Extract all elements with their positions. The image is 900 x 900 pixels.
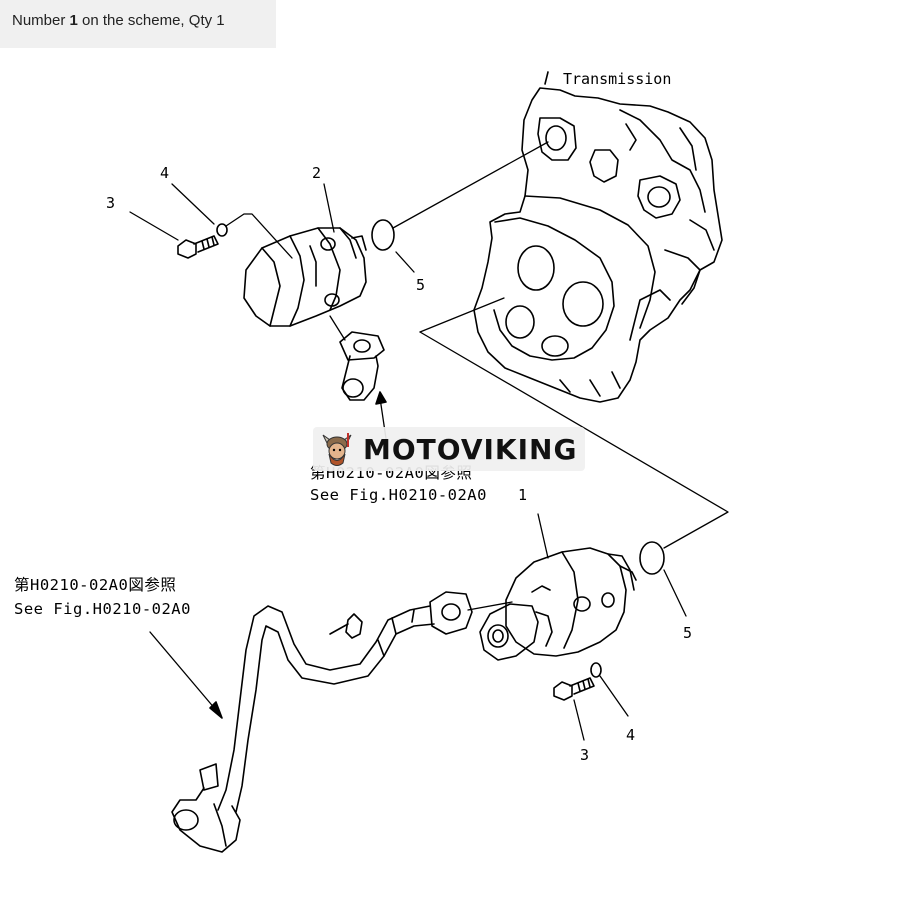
ref-left-en: See Fig.H0210-02A0 [14,600,191,618]
callout-bottom-5: 5 [683,624,692,642]
callout-bottom-3: 3 [580,746,589,764]
top-pump-assembly [243,227,367,327]
caption-prefix: Number [12,12,70,29]
ref-upper-en: See Fig.H0210-02A0 [310,486,487,504]
callout-top-5: 5 [416,276,425,294]
caption-bar: Number 1 on the scheme, Qty 1 [0,0,276,48]
callout-top-3: 3 [106,194,115,212]
callout-bottom-4: 4 [626,726,635,744]
bottom-pump-assembly [479,547,637,661]
top-bolt [177,235,219,259]
callout-bottom-1: 1 [518,486,527,504]
bottom-washer [590,662,602,678]
bottom-o-ring [639,541,665,575]
caption-number: 1 [69,12,78,29]
callout-top-4: 4 [160,164,169,182]
viking-mascot-icon [322,433,352,466]
top-o-ring [371,219,395,251]
ref-left-jp: 第H0210-02A0図参照 [14,576,176,594]
suction-pipe [171,591,473,853]
callout-top-2: 2 [312,164,321,182]
watermark-text: MOTOVIKING [363,432,578,466]
caption-suffix: on the scheme, Qty 1 [77,12,225,29]
transmission-label: Transmission [563,70,671,88]
top-washer [216,223,228,237]
transmission-housing [473,71,723,403]
top-elbow-fitting [329,315,385,401]
watermark: MOTOVIKING [313,427,585,471]
bottom-bolt [553,677,595,701]
